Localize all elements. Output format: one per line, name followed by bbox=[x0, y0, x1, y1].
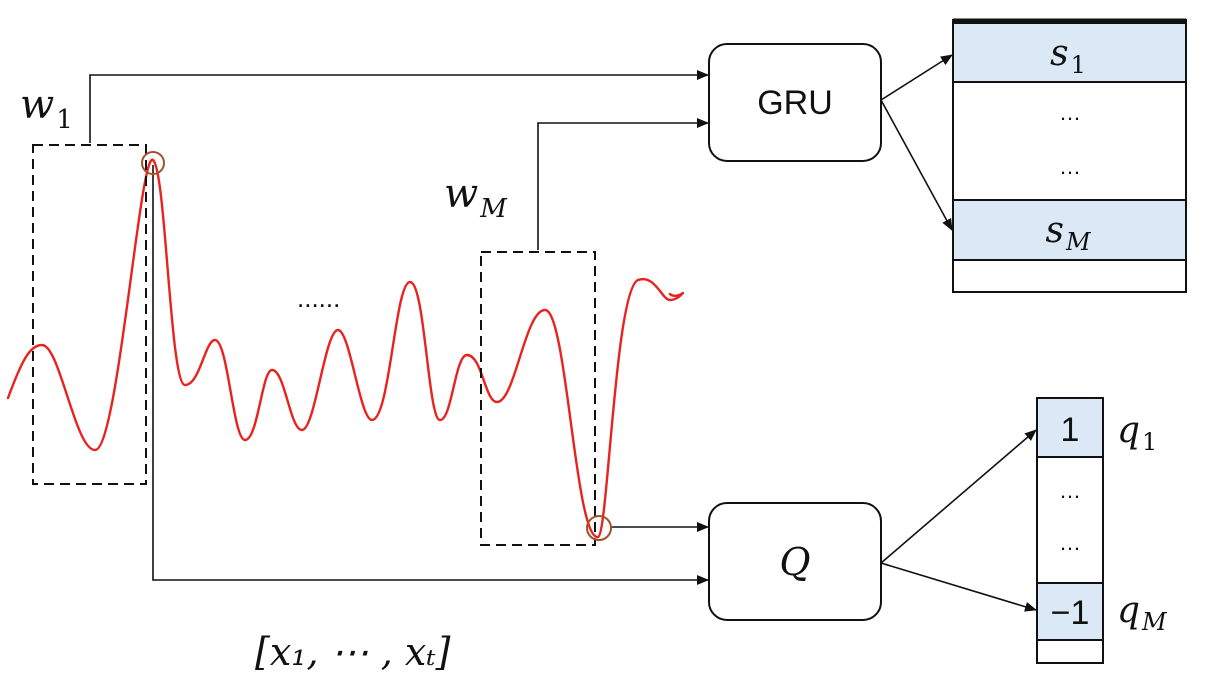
state-dots-1: … bbox=[1059, 100, 1081, 125]
q-last-value: −1 bbox=[1051, 594, 1090, 632]
q-table: 1 … … −1 bbox=[1036, 397, 1104, 664]
state-s1-label: s1 bbox=[1050, 33, 1086, 79]
gru-label: GRU bbox=[757, 84, 833, 122]
q-dots-1: … bbox=[1059, 478, 1081, 503]
state-row-s1 bbox=[952, 22, 1187, 83]
state-dots-2: … bbox=[1059, 154, 1081, 179]
sequence-label: [x₁, ⋯ , xₜ] bbox=[255, 630, 451, 674]
q-block bbox=[708, 502, 882, 621]
q-to-qm-arrow bbox=[880, 562, 1037, 612]
q-row-last bbox=[1036, 582, 1104, 641]
q1-label: q1 bbox=[1117, 410, 1157, 456]
state-row-sm bbox=[952, 199, 1187, 261]
q-row-first bbox=[1036, 397, 1104, 458]
connectors bbox=[89, 54, 1037, 612]
signal-ellipsis: ...... bbox=[297, 283, 340, 313]
w1-to-gru-arrow bbox=[89, 70, 709, 143]
gru-block bbox=[708, 43, 882, 162]
window-wm-box bbox=[480, 251, 596, 546]
wm-to-gru-arrow bbox=[537, 118, 709, 250]
window-wm-label: wM bbox=[444, 171, 508, 224]
window-w1-label: w1 bbox=[20, 82, 73, 135]
gru-to-sm-arrow bbox=[880, 99, 953, 231]
window-w1-box bbox=[32, 144, 147, 485]
peak-marker bbox=[141, 151, 165, 175]
peak-to-q-arrow bbox=[152, 165, 709, 585]
q-dots-2: … bbox=[1059, 530, 1081, 555]
q-to-q1-arrow bbox=[880, 429, 1037, 564]
state-table: s1 … … sM bbox=[952, 18, 1187, 293]
qm-label: qM bbox=[1117, 590, 1168, 636]
q-label: Q bbox=[779, 540, 810, 584]
trough-marker bbox=[586, 515, 612, 541]
signal-waveform bbox=[6, 158, 685, 539]
state-sm-label: sM bbox=[1045, 210, 1091, 256]
q-first-value: 1 bbox=[1061, 411, 1080, 449]
gru-to-s1-arrow bbox=[880, 54, 953, 101]
